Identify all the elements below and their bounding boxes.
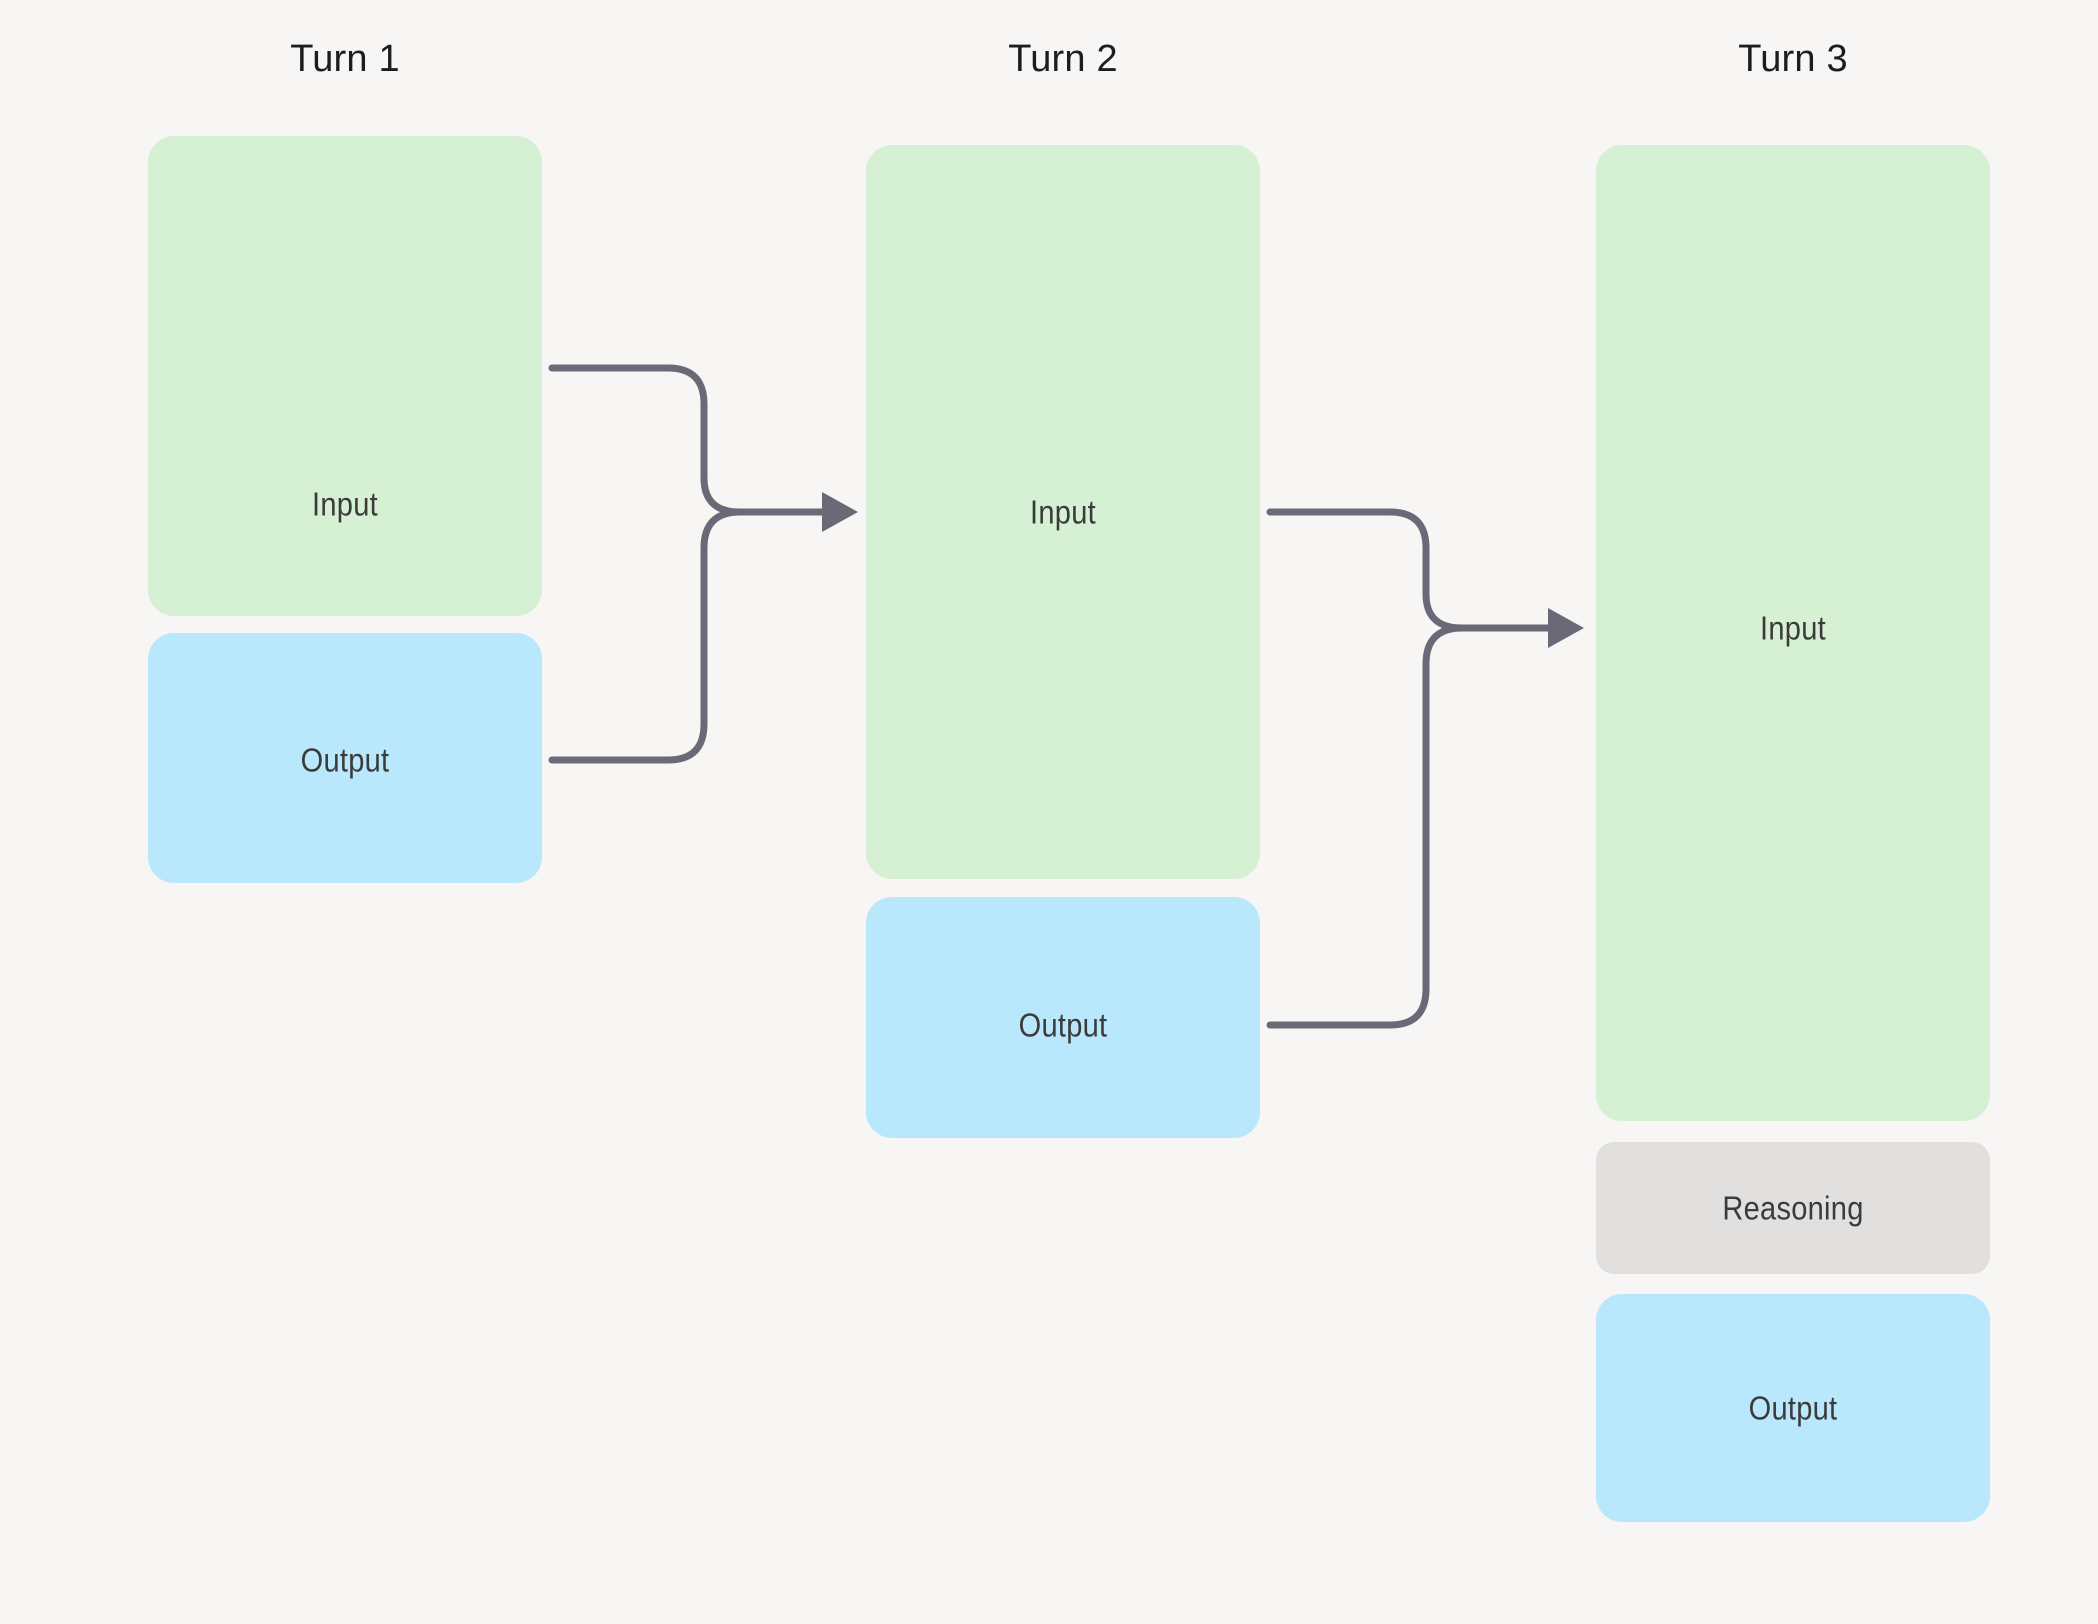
node-turn3-input[interactable]: Input (1596, 145, 1990, 1121)
node-turn1-output[interactable]: Output (148, 633, 542, 883)
node-turn3-output[interactable]: Output (1596, 1294, 1990, 1522)
node-label-turn3-input: Input (1760, 609, 1826, 647)
connector-turn2-to-turn3 (1266, 508, 1584, 1029)
column-title-turn-2: Turn 2 (1008, 38, 1118, 80)
node-label-turn2-input: Input (1030, 493, 1096, 531)
connector-line-from-turn1-input (548, 364, 830, 516)
connector-arrowhead-turn2 (822, 492, 858, 532)
node-turn1-input[interactable]: Input (148, 136, 542, 616)
connector-line-from-turn2-output (1266, 624, 1466, 1029)
connector-arrowhead-turn3 (1548, 608, 1584, 648)
node-label-turn1-input: Input (312, 485, 378, 523)
column-title-turn-1: Turn 1 (290, 38, 400, 80)
column-title-turn-3: Turn 3 (1738, 38, 1848, 80)
node-label-turn1-output: Output (300, 741, 390, 779)
connector-turn1-to-turn2 (548, 364, 858, 764)
node-turn2-output[interactable]: Output (866, 897, 1260, 1138)
connector-line-from-turn2-input (1266, 508, 1556, 632)
node-label-turn2-output: Output (1018, 1006, 1108, 1044)
connector-line-from-turn1-output (548, 508, 744, 764)
node-label-turn3-reasoning: Reasoning (1722, 1189, 1864, 1227)
node-turn3-reasoning[interactable]: Reasoning (1596, 1142, 1990, 1274)
node-turn2-input[interactable]: Input (866, 145, 1260, 879)
node-label-turn3-output: Output (1748, 1389, 1838, 1427)
